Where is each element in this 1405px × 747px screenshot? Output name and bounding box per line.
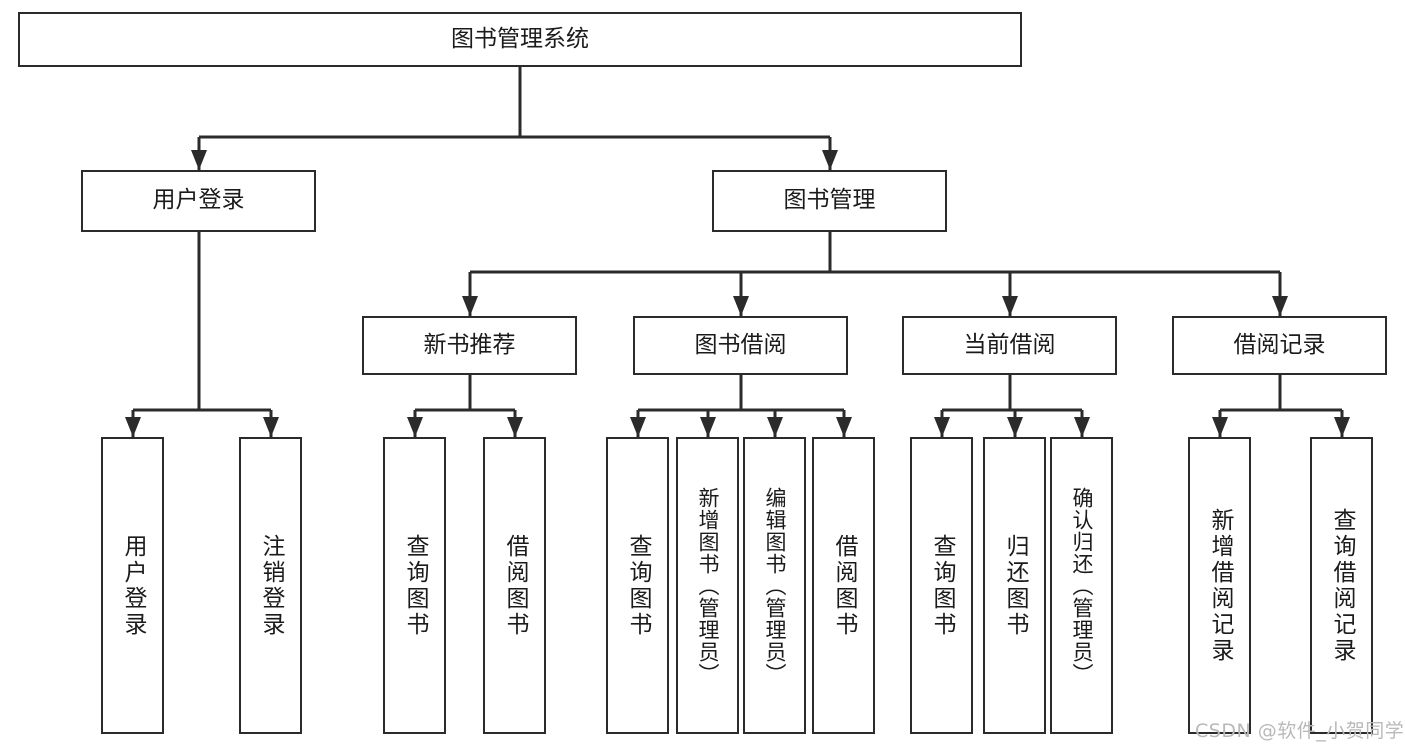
node-label: 借阅图书 <box>831 533 857 638</box>
node-label: 新增借阅记录 <box>1207 507 1233 664</box>
arrowhead-icon <box>462 296 478 316</box>
node-borrow[interactable]: 图书借阅 <box>633 316 848 375</box>
node-user_login[interactable]: 用户登录 <box>81 170 316 232</box>
node-label: 查询借阅记录 <box>1329 507 1355 664</box>
arrowhead-icon <box>630 417 646 437</box>
node-leaf_login[interactable]: 用户登录 <box>101 437 164 734</box>
node-label: 注销登录 <box>258 533 284 638</box>
node-leaf_borrow_bk[interactable]: 借阅图书 <box>812 437 875 734</box>
arrowhead-icon <box>125 417 141 437</box>
node-label: 查询图书 <box>402 533 428 638</box>
node-leaf_logout[interactable]: 注销登录 <box>239 437 302 734</box>
arrowhead-icon <box>1272 296 1288 316</box>
node-leaf_query_cur[interactable]: 查询图书 <box>910 437 973 734</box>
arrowhead-icon <box>733 296 749 316</box>
arrowhead-icon <box>263 417 279 437</box>
node-label: 当前借阅 <box>963 331 1056 358</box>
node-label: 确认归还（管理员） <box>1070 486 1094 685</box>
arrowhead-icon <box>191 150 207 170</box>
node-current[interactable]: 当前借阅 <box>902 316 1117 375</box>
arrowhead-icon <box>1212 417 1228 437</box>
node-leaf_return_cur[interactable]: 归还图书 <box>983 437 1046 734</box>
arrowhead-icon <box>700 417 716 437</box>
node-root[interactable]: 图书管理系统 <box>18 12 1022 67</box>
node-label: 查询图书 <box>929 533 955 638</box>
node-label: 查询图书 <box>625 533 651 638</box>
node-leaf_query_bk[interactable]: 查询图书 <box>606 437 669 734</box>
node-leaf_query_new[interactable]: 查询图书 <box>383 437 446 734</box>
arrowhead-icon <box>934 417 950 437</box>
arrowhead-icon <box>1334 417 1350 437</box>
node-label: 归还图书 <box>1002 533 1028 638</box>
node-leaf_edit_bk[interactable]: 编辑图书（管理员） <box>743 437 806 734</box>
arrowhead-icon <box>1002 296 1018 316</box>
arrowhead-icon <box>507 417 523 437</box>
node-label: 图书借阅 <box>694 331 787 358</box>
node-label: 用户登录 <box>120 533 146 638</box>
arrowhead-icon <box>767 417 783 437</box>
node-leaf_confirm_cur[interactable]: 确认归还（管理员） <box>1050 437 1113 734</box>
node-label: 新书推荐 <box>423 331 516 358</box>
node-label: 借阅图书 <box>502 533 528 638</box>
watermark-label: CSDN @软件_小贺同学 <box>1195 720 1405 742</box>
node-leaf_query_rec[interactable]: 查询借阅记录 <box>1310 437 1373 734</box>
node-leaf_add_rec[interactable]: 新增借阅记录 <box>1188 437 1251 734</box>
arrowhead-icon <box>836 417 852 437</box>
node-leaf_borrow_new[interactable]: 借阅图书 <box>483 437 546 734</box>
node-label: 图书管理 <box>783 187 876 214</box>
arrowhead-icon <box>407 417 423 437</box>
node-label: 新增图书（管理员） <box>696 486 720 685</box>
arrowhead-icon <box>822 150 838 170</box>
node-label: 借阅记录 <box>1233 331 1326 358</box>
node-label: 用户登录 <box>152 187 245 214</box>
node-records[interactable]: 借阅记录 <box>1172 316 1387 375</box>
node-label: 编辑图书（管理员） <box>763 486 787 685</box>
arrowhead-icon <box>1074 417 1090 437</box>
node-leaf_add_bk[interactable]: 新增图书（管理员） <box>676 437 739 734</box>
node-label: 图书管理系统 <box>451 25 589 52</box>
arrowhead-icon <box>1007 417 1023 437</box>
node-new_book[interactable]: 新书推荐 <box>362 316 577 375</box>
node-book_mgmt[interactable]: 图书管理 <box>712 170 947 232</box>
